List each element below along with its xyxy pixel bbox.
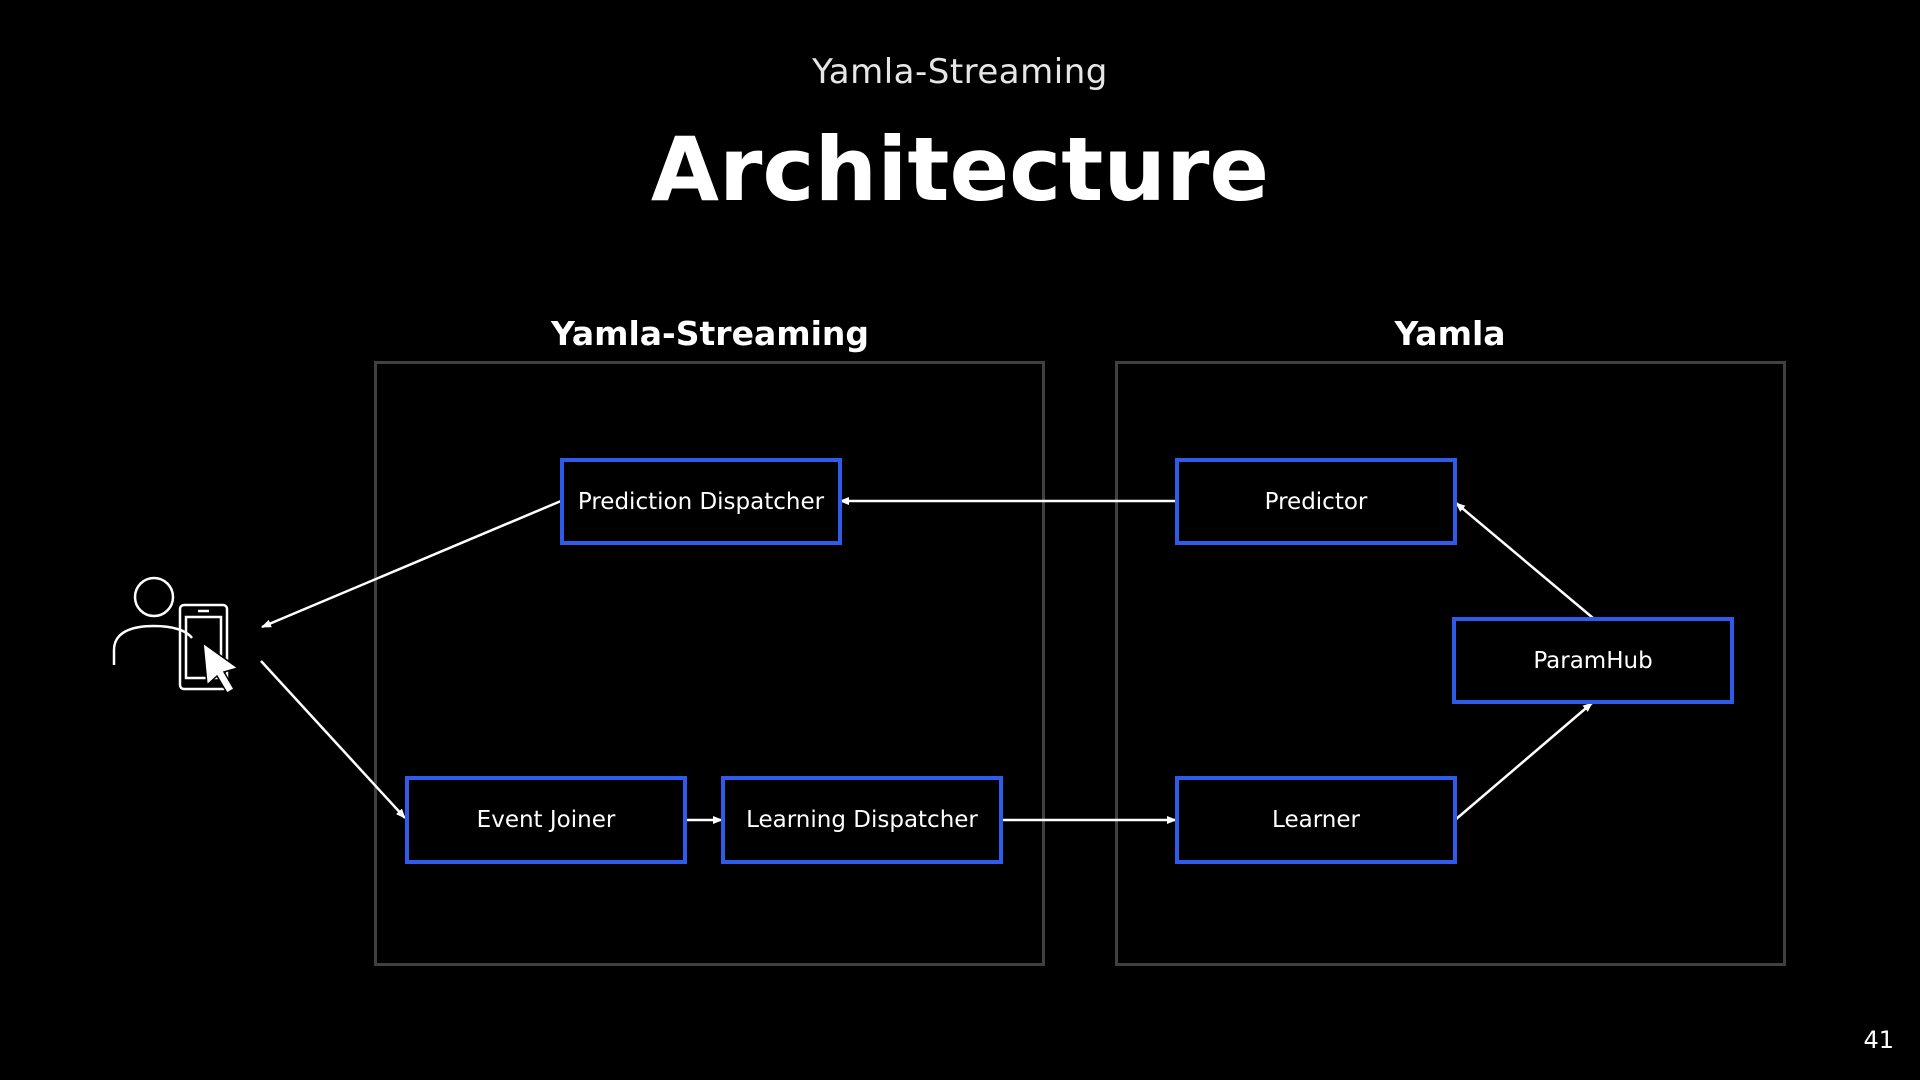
edge-prediction-dispatcher-to-user: [261, 499, 562, 629]
group-label-yamla-streaming: Yamla-Streaming: [550, 314, 870, 353]
edge-user-to-event-joiner: [260, 660, 406, 819]
node-predictor-label: Predictor: [1264, 488, 1368, 515]
page-number: 41: [1863, 1026, 1894, 1054]
group-box-yamla: [1115, 361, 1786, 966]
node-prediction-dispatcher-label: Prediction Dispatcher: [577, 488, 825, 515]
node-paramhub-label: ParamHub: [1533, 647, 1653, 674]
edge-learner-to-paramhub: [1454, 702, 1593, 821]
node-learning-dispatcher[interactable]: Learning Dispatcher: [721, 776, 1003, 864]
node-learner-label: Learner: [1272, 807, 1360, 833]
node-event-joiner-label: Event Joiner: [476, 807, 616, 833]
group-box-yamla-streaming: [374, 361, 1045, 966]
node-prediction-dispatcher[interactable]: Prediction Dispatcher: [560, 458, 842, 545]
slide-subtitle: Yamla-Streaming: [812, 52, 1108, 92]
slide-title: Architecture: [650, 118, 1270, 221]
node-learner[interactable]: Learner: [1175, 776, 1457, 864]
group-label-yamla: Yamla: [1394, 314, 1506, 353]
user-with-phone-and-cursor-icon: [112, 576, 240, 695]
node-learning-dispatcher-label: Learning Dispatcher: [746, 807, 978, 833]
node-paramhub[interactable]: ParamHub: [1452, 617, 1734, 704]
node-event-joiner[interactable]: Event Joiner: [405, 776, 687, 864]
node-predictor[interactable]: Predictor: [1175, 458, 1457, 545]
edge-paramhub-to-predictor: [1455, 502, 1594, 619]
